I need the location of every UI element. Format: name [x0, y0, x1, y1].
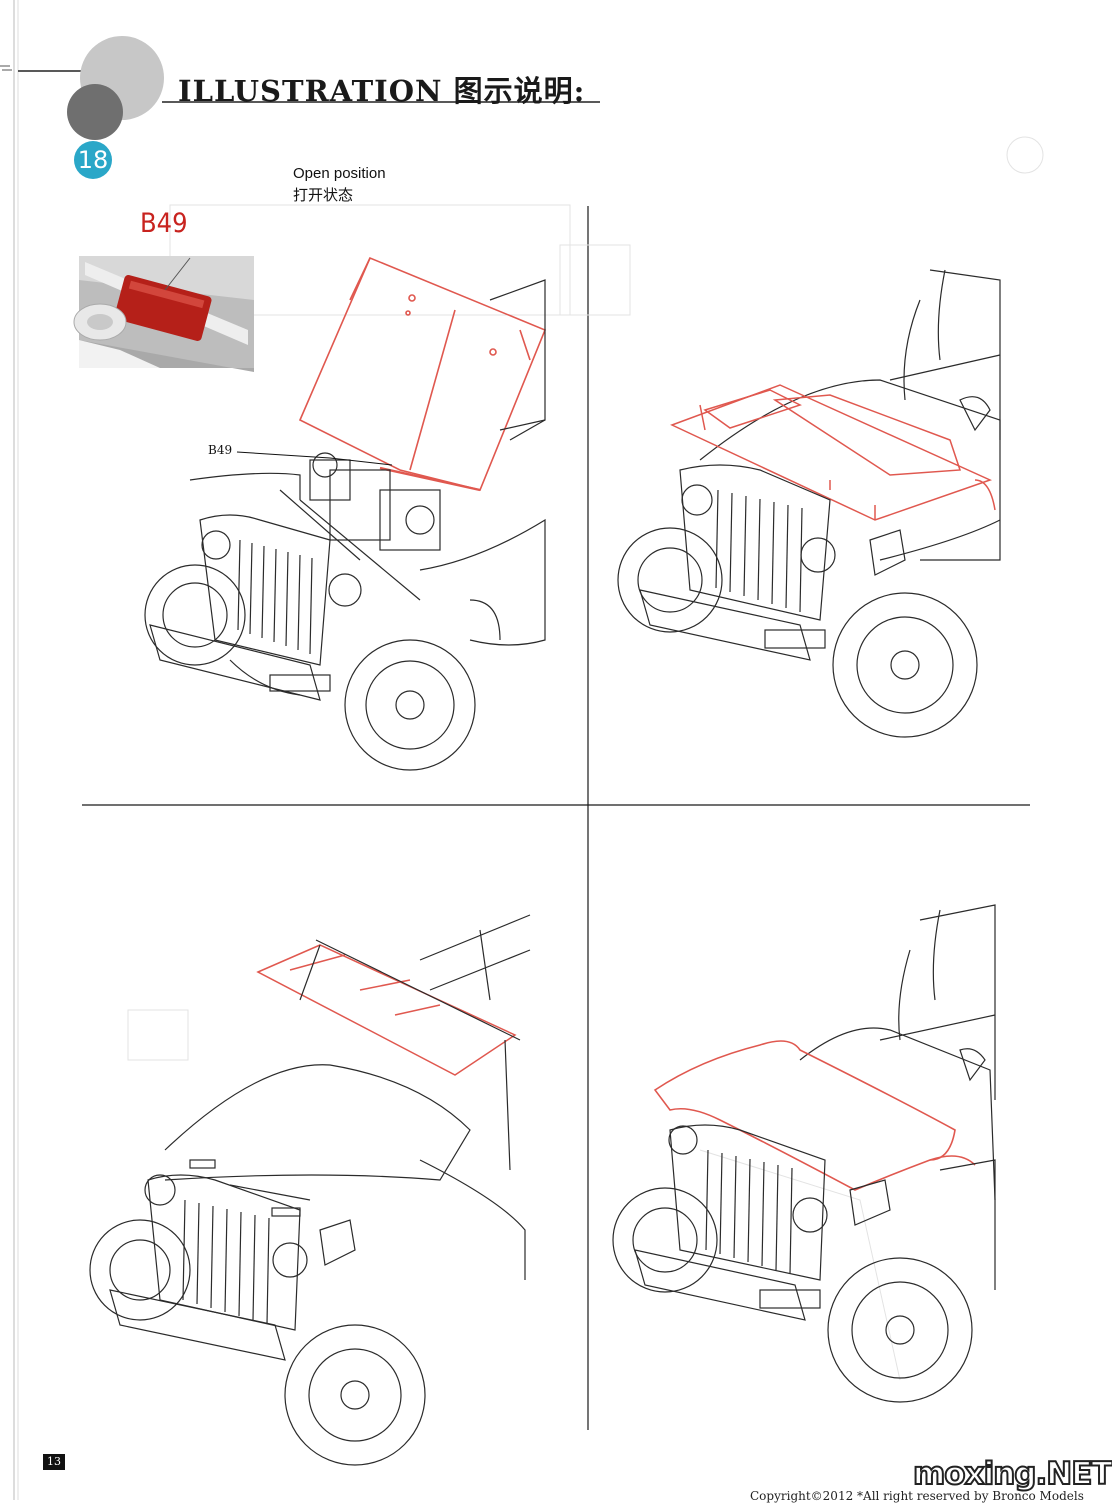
folded-hood-highlight — [670, 384, 996, 521]
decor-circle-small — [67, 84, 123, 140]
b49-callout-leader — [236, 451, 393, 466]
page-number: 13 — [43, 1454, 65, 1470]
panel-4-wheels — [612, 1187, 973, 1403]
panel-4-grille — [668, 1124, 828, 1281]
b49-photo-inset — [73, 256, 254, 372]
show-through-faint — [127, 136, 1044, 1381]
page-artwork — [0, 0, 1044, 1500]
copyright-text: Copyright©2012 *All right reserved by Br… — [750, 1489, 1084, 1503]
panel-2-grille — [679, 464, 836, 621]
panel-2-wheels — [617, 527, 978, 738]
panel-2-drawing — [617, 269, 1001, 738]
hood-cover-highlight — [653, 1040, 976, 1191]
panel-3-wheels — [89, 1219, 426, 1466]
part-code-b49: B49 — [140, 208, 188, 239]
windshield-folded-highlight — [256, 944, 517, 1076]
step-number-badge: 18 — [74, 141, 112, 179]
site-watermark: moxing.NET — [912, 1455, 1112, 1493]
open-position-label-en: Open position — [293, 165, 386, 182]
panel-4-drawing — [612, 904, 996, 1403]
hood-open-highlight — [298, 256, 547, 492]
panel-3-drawing — [89, 914, 531, 1466]
panel-1-grille — [199, 514, 362, 666]
panel-1-wheels — [144, 564, 476, 771]
b49-callout-label: B49 — [208, 443, 233, 457]
panel-3-grille — [144, 1174, 308, 1331]
binding-edge — [0, 0, 19, 1500]
page-title: ILLUSTRATION 图示说明: — [178, 74, 586, 108]
panel-1-drawing — [144, 256, 547, 771]
open-position-label-zh: 打开状态 — [293, 187, 354, 204]
